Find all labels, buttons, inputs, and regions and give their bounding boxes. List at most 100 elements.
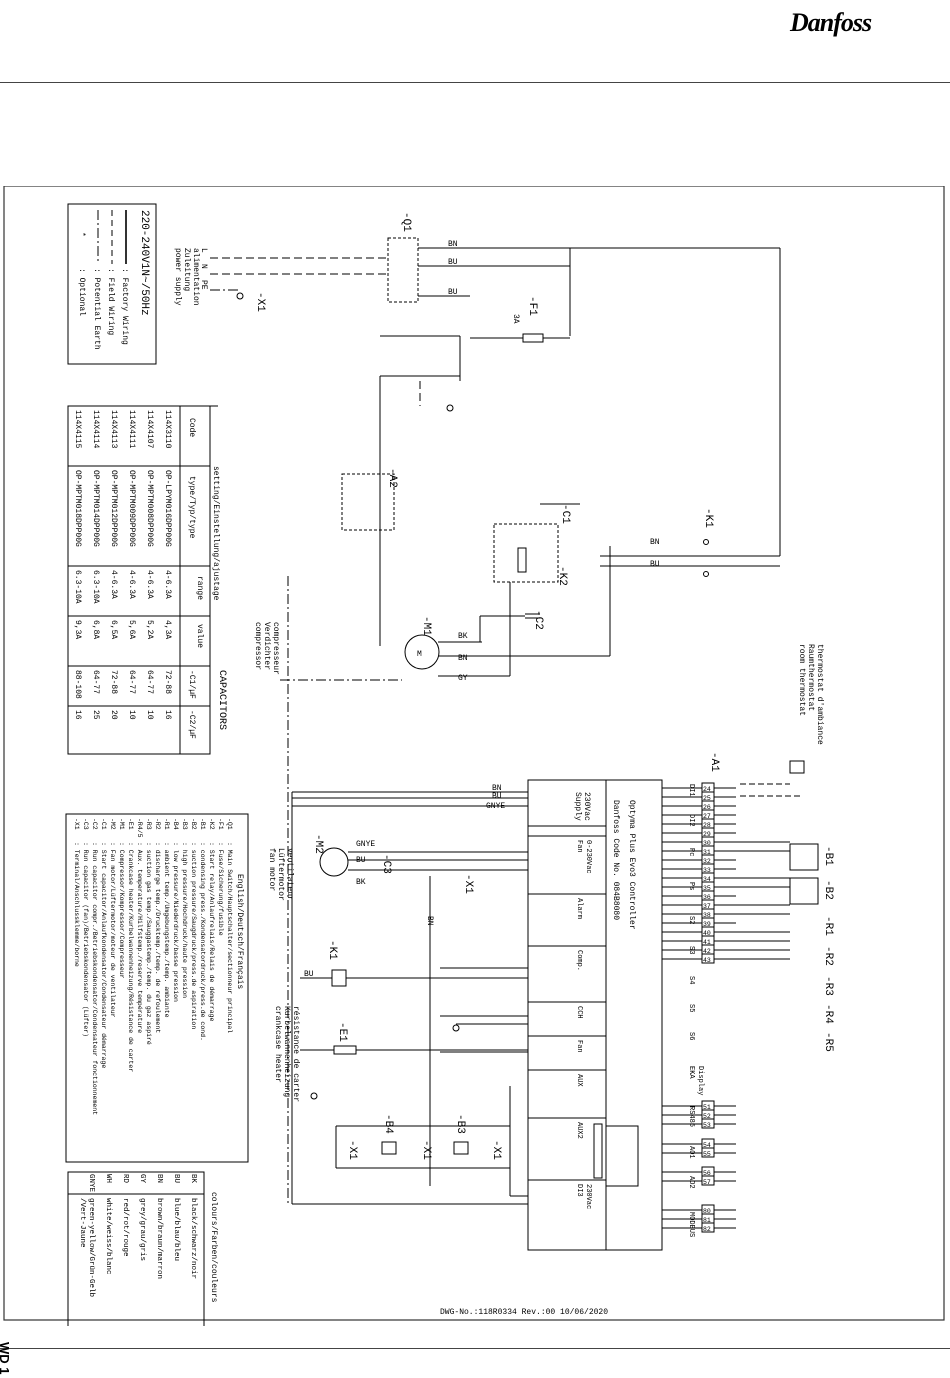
controller-port-label: Ps [687,882,695,890]
svg-text:-C1/µF: -C1/µF [187,670,196,699]
terminal-number: 31 [703,849,711,856]
colour-name: grey/grau/gris [138,1198,146,1261]
colour-name: brown/braun/marron [155,1198,163,1279]
legend-desc: : Crankcase heater/Kurbelwannenheizung/R… [127,842,134,1072]
terminal-number: 41 [703,939,711,946]
svg-text:setting/Einstellung/ajustage: setting/Einstellung/ajustage [211,466,220,601]
colour-name: green-yellow/Grün-Gelb [87,1198,95,1297]
terminal-number: 55 [703,1151,711,1158]
colour-name: white/weiss/blanc [104,1198,112,1275]
terminal-number: 27 [703,813,711,820]
settings-cell: 16 [163,710,172,720]
svg-text:BN: BN [650,538,660,547]
svg-text:BU: BU [356,856,366,865]
terminal-number: 36 [703,894,711,901]
footer-rule [0,1348,950,1349]
legend-desc: : high pressure/Hochdruck/haute pression [181,842,188,998]
svg-text:-R2: -R2 [822,946,834,966]
controller-section-label: 0-230Vac [584,840,592,874]
controller-port-text: S6 [687,1032,695,1040]
legend-code: -R1 [163,818,170,830]
svg-text:BN: BN [458,654,468,663]
svg-text:*: * [77,232,86,237]
controller-section: Comp. [575,950,583,971]
svg-text:Lüftermotor: Lüftermotor [276,848,285,901]
terminal-number: 82 [703,1226,711,1233]
svg-text:BN: BN [425,916,434,926]
svg-text:-A1: -A1 [708,752,720,772]
controller-port-label: MODBUS [687,1212,695,1237]
controller-port-text: Display [696,1066,704,1095]
controller-section-label: CCH [575,1006,583,1019]
svg-text:GNYE: GNYE [356,840,375,849]
terminal-number: 28 [703,822,711,829]
controller-section-label: Alarm [575,898,583,919]
svg-text:-X1: -X1 [346,1140,358,1160]
svg-text:Code: Code [187,418,196,437]
settings-cell: 10 [127,710,136,720]
settings-cell: 114X4113 [109,410,118,449]
controller-port-text: S5 [687,1004,695,1012]
controller-port-text: RS485 [687,1106,695,1127]
settings-cell: OP-MPTM018DPP00G [73,470,82,547]
settings-cell: 10 [145,710,154,720]
svg-text:-R5: -R5 [822,1032,834,1052]
svg-text:colours/Farben/couleurs: colours/Farben/couleurs [209,1192,218,1303]
legend-code: -K2 [208,818,215,830]
danfoss-logo: Danfoss [790,8,872,37]
terminal-number: 38 [703,912,711,919]
svg-text:-F1: -F1 [526,296,538,316]
svg-text:résistance de carter: résistance de carter [291,1006,300,1102]
legend-code: -B1 [199,818,206,830]
svg-text:power supply: power supply [173,248,182,306]
terminal-number: 43 [703,957,711,964]
settings-cell: 88-108 [73,670,82,699]
svg-text:-A2: -A2 [386,468,398,488]
svg-text:: Field Wiring: : Field Wiring [106,268,115,335]
svg-text:-C2: -C2 [532,610,544,630]
settings-cell: 4-6.3A [163,570,172,599]
svg-text:-B3: -B3 [454,1114,466,1134]
colour-code: BN [155,1174,163,1183]
svg-text:-K2: -K2 [556,566,568,586]
controller-port-text: Ps [687,882,695,890]
svg-text:room thermostat: room thermostat [797,644,806,716]
legend-desc: : Fuse/Sicherung/fusible [217,842,224,936]
settings-cell: 20 [109,710,118,720]
colour-code: WH [104,1174,112,1183]
controller-port-label: DI2 [687,814,695,827]
svg-text:-X1: -X1 [254,292,266,312]
svg-text:-K1: -K1 [326,940,338,960]
controller-section-label: Comp. [575,950,583,971]
settings-cell: 4-6.3A [145,570,154,599]
svg-text:-M2: -M2 [312,834,324,854]
terminal-number: 57 [703,1179,711,1186]
colour-legend: colours/Farben/couleurs BKblack/schwarz/… [67,1171,218,1326]
svg-text:value: value [195,624,204,648]
legend-code: -M1 [118,818,125,830]
svg-text:BK: BK [458,632,468,641]
legend-desc: : suction pressure/Saugdruck/press.de as… [190,842,197,1029]
settings-cell: 72-88 [163,670,172,694]
controller-port-text: DI2 [687,814,695,827]
legend-desc: : suction gas temp./Sauggastemp./temp. d… [145,842,152,1045]
svg-text:Optyma Plus Evo3 Controller: Optyma Plus Evo3 Controller [627,800,636,930]
terminal-number: 26 [703,804,711,811]
controller-port-text: AO2 [687,1176,695,1189]
colour-name: /Vert-Jaune [78,1198,86,1248]
svg-text:3A: 3A [511,314,520,324]
terminal-number: 34 [703,876,711,883]
settings-cell: 114X4111 [127,410,136,449]
controller-port-label: AO2 [687,1176,695,1189]
svg-text:-C3: -C3 [380,854,392,874]
settings-cell: 6,5A [109,620,118,639]
colour-code: GNYE [87,1174,95,1193]
colour-code: BU [172,1174,180,1183]
settings-table: setting/Einstellung/ajustage Code type/T… [67,405,227,755]
svg-text:-X1: -X1 [462,874,474,894]
controller-port-text: EKA [687,1066,695,1079]
settings-cell: 6,8A [91,620,100,639]
